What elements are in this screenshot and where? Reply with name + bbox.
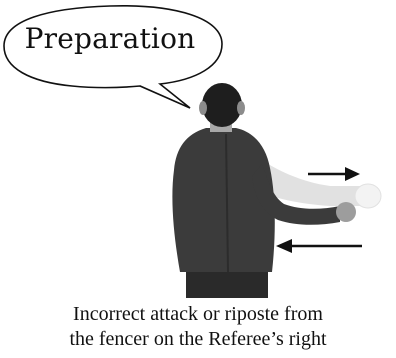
hand — [336, 202, 356, 222]
caption-line-2: the fencer on the Referee’s right — [69, 328, 327, 350]
head — [202, 83, 242, 127]
speech-bubble-text: Preparation — [24, 22, 196, 55]
arrow-left — [276, 239, 362, 253]
legs — [186, 268, 268, 298]
referee-figure — [172, 83, 356, 298]
arrow-right — [308, 167, 360, 181]
extended-arm — [252, 164, 340, 225]
caption: Incorrect attack or riposte from the fen… — [0, 302, 396, 352]
torso — [172, 128, 275, 272]
caption-line-1: Incorrect attack or riposte from — [73, 303, 323, 325]
speech-bubble — [3, 5, 223, 109]
ghost-arm-motion — [246, 150, 382, 209]
